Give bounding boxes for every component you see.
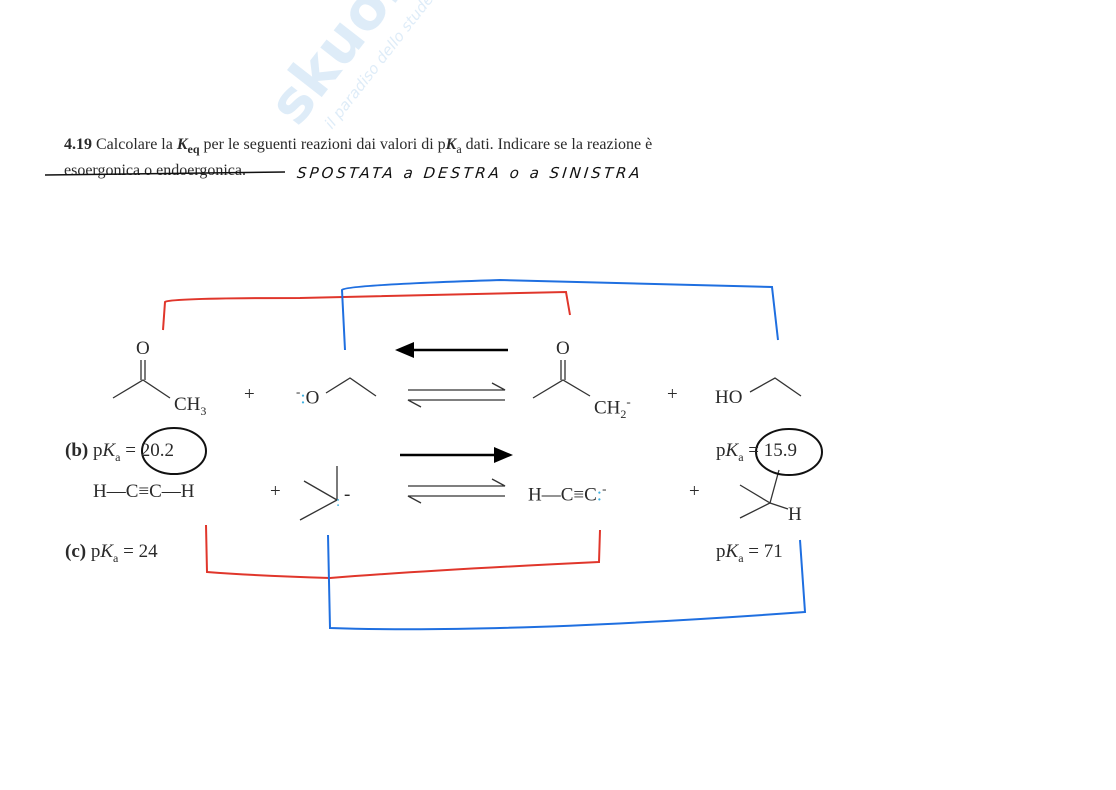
pk-subscript: a — [456, 142, 462, 157]
bond — [532, 379, 591, 399]
charge: - — [344, 484, 351, 505]
formula: H—C≡C — [528, 484, 597, 506]
plus-sign: + — [244, 384, 255, 405]
plus-sign: + — [689, 481, 700, 502]
a: a — [115, 449, 121, 464]
a: a — [738, 449, 744, 464]
eq: = — [748, 440, 759, 461]
a: a — [738, 550, 744, 565]
text: per le seguenti reazioni dai valori di p — [203, 136, 446, 153]
pka-value: 71 — [763, 541, 783, 562]
bond — [749, 377, 802, 397]
subscript: 3 — [200, 403, 207, 418]
circle-annotation — [755, 428, 823, 476]
exercise-number: 4.19 — [64, 136, 92, 153]
blue-bracket-top — [340, 278, 779, 351]
pka-b-right: pKa = 15.9 — [716, 440, 797, 465]
k: K — [100, 541, 114, 562]
equilibrium-arrow — [407, 495, 505, 504]
ethoxide-oxygen: -:O — [296, 384, 319, 409]
p: p — [90, 541, 101, 562]
eq: = — [748, 541, 759, 562]
a: a — [113, 550, 119, 565]
eq: = — [125, 440, 136, 461]
atom-h: H — [788, 504, 802, 525]
plus-sign: + — [667, 384, 678, 405]
atom-o: O — [556, 338, 570, 359]
pka-value: 20.2 — [140, 440, 174, 461]
exercise-statement: 4.19 Calcolare la Keq per le seguenti re… — [64, 136, 652, 157]
hydroxyl-group: HO — [715, 387, 743, 408]
red-bracket-top — [162, 290, 571, 331]
subscript: 2 — [620, 407, 627, 422]
pka-c-left: (c) pKa = 24 — [65, 541, 158, 566]
atom-o: O — [136, 338, 150, 359]
group: CH — [174, 394, 201, 415]
lone-pair: : — [300, 387, 306, 409]
p: p — [716, 541, 726, 562]
k-subscript: eq — [187, 142, 200, 157]
bond — [769, 469, 780, 504]
pka-c-right: pKa = 71 — [716, 541, 783, 566]
k-symbol: K — [176, 136, 188, 153]
strike-line — [44, 171, 286, 176]
text: Calcolare la — [96, 136, 173, 153]
label: (c) — [65, 541, 87, 562]
atom: O — [305, 387, 320, 409]
methyl-group: CH3 — [174, 394, 206, 419]
pka-value: 24 — [138, 541, 158, 562]
equilibrium-arrow — [408, 478, 506, 487]
pka-value: 15.9 — [763, 440, 797, 461]
eq: = — [123, 541, 134, 562]
blue-bracket-bottom — [327, 534, 807, 631]
acetylene: H—C≡C—H — [93, 481, 195, 502]
plus-sign: + — [270, 481, 281, 502]
group: CH — [594, 397, 621, 419]
pk-symbol: K — [445, 136, 457, 153]
pka-b-left: (b) pKa = 20.2 — [65, 440, 174, 465]
bond — [325, 377, 377, 397]
bond — [739, 484, 772, 519]
bond — [303, 480, 338, 501]
equilibrium-arrow — [407, 399, 505, 408]
charge: - — [626, 394, 631, 409]
k: K — [725, 541, 739, 562]
bond — [299, 499, 338, 521]
label: (b) — [65, 440, 89, 461]
text: dati. Indicare se la reazione è — [465, 136, 653, 153]
methylene-anion: CH2- — [594, 394, 631, 422]
k: K — [725, 440, 739, 461]
p: p — [92, 440, 103, 461]
direction-arrow-right-head — [494, 447, 513, 463]
lone-pair: : — [596, 484, 603, 506]
p: p — [716, 440, 726, 461]
direction-arrow-left-head — [395, 342, 414, 358]
charge: - — [602, 481, 607, 496]
lone-pair: : — [336, 494, 341, 510]
charge: - — [296, 384, 301, 399]
red-bracket-bottom — [205, 524, 601, 580]
equilibrium-arrow — [408, 382, 506, 391]
acetylide: H—C≡C:- — [528, 481, 606, 506]
circle-annotation — [141, 427, 207, 475]
bond — [112, 379, 171, 399]
k: K — [102, 440, 116, 461]
bond — [769, 502, 789, 510]
